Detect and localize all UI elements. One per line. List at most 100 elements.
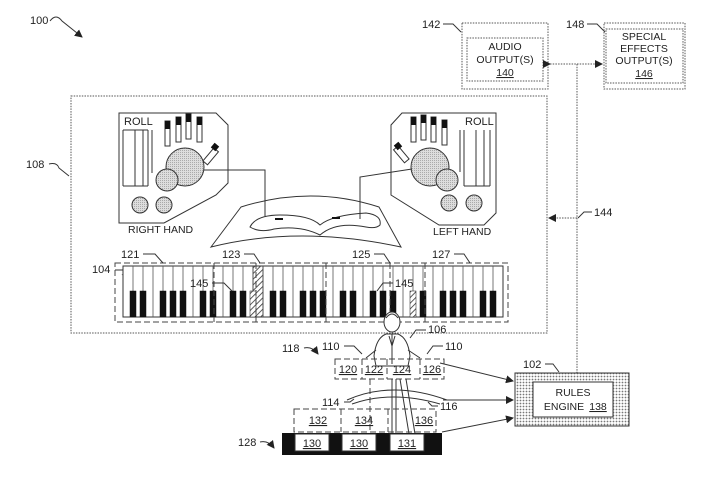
left-hand-caption: LEFT HAND bbox=[433, 226, 492, 238]
section-123-label: 123 bbox=[222, 249, 240, 261]
black-key bbox=[199, 290, 207, 318]
black-key bbox=[349, 290, 357, 318]
left-faders bbox=[410, 114, 448, 146]
rules-ref: 138 bbox=[589, 401, 607, 413]
right-button-2 bbox=[155, 196, 173, 214]
audio-output-box bbox=[466, 37, 544, 82]
left-roll-label: ROLL bbox=[465, 116, 494, 128]
hand-to-engine-arrow bbox=[439, 362, 514, 384]
figure-ref-label: 100 bbox=[30, 15, 48, 27]
effects-ref: 146 bbox=[635, 68, 653, 80]
hand-ref-right-label: 110 bbox=[445, 341, 463, 353]
black-key bbox=[489, 290, 497, 318]
left-roll-slider bbox=[463, 130, 491, 187]
effects-line2: EFFECTS bbox=[620, 43, 668, 55]
right-knob-toggle bbox=[202, 147, 220, 166]
right-small-knob bbox=[155, 168, 179, 192]
left-controller-link bbox=[359, 168, 413, 219]
left-button-2 bbox=[465, 194, 483, 212]
highlight-145-right-label: 145 bbox=[395, 278, 413, 290]
floor-zone-134: 134 bbox=[355, 415, 373, 427]
hand-group-ref-label: 118 bbox=[282, 343, 300, 355]
section-121-label: 121 bbox=[121, 249, 139, 261]
black-key bbox=[239, 290, 247, 318]
black-key bbox=[379, 290, 387, 318]
hand-zone-122: 122 bbox=[365, 364, 383, 376]
link-ref-label: 144 bbox=[594, 207, 612, 219]
arc-114-label: 114 bbox=[322, 397, 340, 409]
floor-pad-130b bbox=[341, 433, 377, 452]
hand-zone-124: 124 bbox=[393, 364, 411, 376]
black-key bbox=[449, 290, 457, 318]
floor-zone-136: 136 bbox=[415, 415, 433, 427]
black-key bbox=[279, 290, 287, 318]
effects-output-box bbox=[605, 28, 684, 84]
hand-ref-left-label: 110 bbox=[322, 341, 340, 353]
black-key bbox=[419, 290, 427, 318]
floor-zone-group bbox=[293, 408, 437, 433]
display-ref-label: 108 bbox=[26, 159, 44, 171]
performer-figure bbox=[365, 311, 421, 367]
performer-ref-label: 106 bbox=[428, 324, 446, 336]
rules-line2: ENGINE bbox=[544, 401, 584, 413]
right-hand-controller: ROLL RIGHT HAND bbox=[118, 112, 229, 236]
audio-outer-box bbox=[461, 22, 549, 90]
right-roll-label: ROLL bbox=[124, 116, 153, 128]
left-knob-toggle bbox=[392, 145, 410, 164]
floor-pad-130b-label: 130 bbox=[350, 438, 368, 450]
black-key bbox=[169, 290, 177, 318]
floor-pad-130a bbox=[294, 433, 330, 452]
keyboard-ref-label: 104 bbox=[92, 264, 110, 276]
black-key bbox=[209, 290, 217, 318]
left-button-1 bbox=[440, 194, 458, 212]
audio-line2: OUTPUT(S) bbox=[476, 54, 533, 66]
hand-zone-group bbox=[334, 358, 445, 380]
engine-ref-label: 102 bbox=[523, 359, 541, 371]
hand-zone-126: 126 bbox=[423, 364, 441, 376]
floor-to-engine-arrow bbox=[441, 415, 514, 433]
effects-outer-box bbox=[603, 22, 686, 90]
black-key bbox=[159, 290, 167, 318]
left-small-knob bbox=[435, 168, 459, 192]
audio-line1: AUDIO bbox=[488, 41, 521, 53]
arc-sensor bbox=[209, 195, 402, 248]
audio-ref-label: 142 bbox=[422, 19, 440, 31]
effects-ref-label: 148 bbox=[566, 19, 584, 31]
figure-ref-arrow bbox=[49, 16, 83, 38]
floor-pad-131 bbox=[389, 433, 425, 452]
highlighted-black-key bbox=[249, 290, 257, 318]
black-key bbox=[229, 290, 237, 318]
left-hand-controller: ROLL LEFT HAND bbox=[390, 112, 497, 238]
black-key bbox=[129, 290, 137, 318]
floor-zone-132: 132 bbox=[309, 415, 327, 427]
black-key bbox=[479, 290, 487, 318]
link-leader bbox=[577, 211, 592, 219]
black-key bbox=[459, 290, 467, 318]
audio-ref: 140 bbox=[496, 67, 514, 79]
highlighted-black-key bbox=[409, 290, 417, 318]
black-key bbox=[269, 290, 277, 318]
rules-engine-inner bbox=[532, 381, 614, 418]
black-key bbox=[439, 290, 447, 318]
right-roll-slider bbox=[122, 129, 149, 187]
keyboard-outline bbox=[114, 262, 509, 323]
audio-leader bbox=[443, 23, 462, 33]
display-screen bbox=[70, 95, 548, 334]
highlight-145-left-label: 145 bbox=[190, 278, 208, 290]
arc-114 bbox=[346, 389, 448, 401]
effects-line1: SPECIAL bbox=[622, 31, 667, 43]
hand-zone-120: 120 bbox=[339, 364, 357, 376]
black-key bbox=[339, 290, 347, 318]
black-key bbox=[139, 290, 147, 318]
piano-keys bbox=[129, 265, 497, 318]
right-hand-caption: RIGHT HAND bbox=[128, 224, 194, 236]
black-key bbox=[179, 290, 187, 318]
section-125-label: 125 bbox=[352, 249, 370, 261]
floor-pad-131-label: 131 bbox=[398, 438, 416, 450]
black-key bbox=[299, 290, 307, 318]
floor-ref-label: 128 bbox=[238, 437, 256, 449]
black-key bbox=[369, 290, 377, 318]
right-faders bbox=[164, 113, 203, 147]
black-key bbox=[319, 290, 327, 318]
